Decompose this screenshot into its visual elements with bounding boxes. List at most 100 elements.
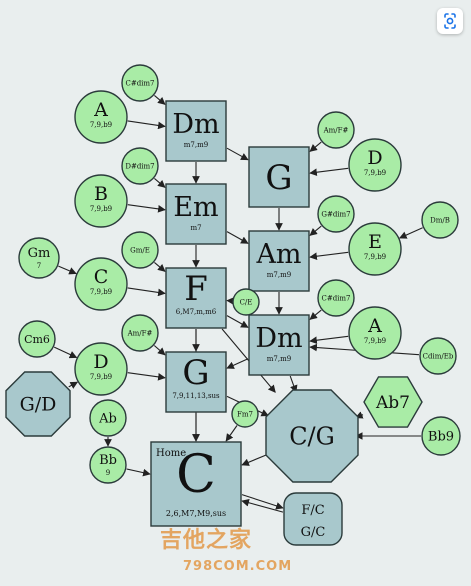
node-shape-Dm2 (248, 314, 310, 376)
arrow-Dm2-to-G2 (226, 358, 249, 369)
node-label-GD: G/D (20, 394, 57, 416)
node-label-Dm1: Dm (172, 109, 219, 140)
node-label-GmE: Gm/E (130, 246, 150, 254)
node-sublabel-D2: 7,9,b9 (364, 169, 386, 177)
node-sublabel-Em: m7 (190, 224, 201, 232)
arrow-CG-to-C (241, 453, 269, 466)
node-sublabel-Bb: 9 (106, 469, 110, 477)
node-shape-G1 (248, 146, 310, 208)
node-D1: D7,9,b9 (74, 342, 128, 396)
node-label-CdimEb: Cdim/Eb (423, 352, 454, 360)
node-shape-Csdim1 (121, 64, 159, 102)
node-shape-GmE (121, 231, 159, 269)
arrow-Dm1-to-G1 (226, 147, 249, 161)
node-sublabel-F: 6,M7,m,m6 (176, 308, 217, 316)
node-shape-Gsdim (317, 195, 355, 233)
node-Fm7: Fm7 (231, 400, 259, 428)
arrow-Fm7-to-C (225, 425, 238, 442)
node-label-DmB: Dm/B (430, 216, 450, 224)
arrow-Dsdim-to-Em (154, 177, 166, 188)
arrow-Em-to-Am (226, 231, 249, 244)
arrow-Csdim1-to-Dm1 (154, 94, 166, 105)
node-sublabel-FC: G/C (301, 525, 326, 540)
arrow-GmE-to-F (154, 261, 166, 272)
arrow-Cm6-to-D1 (53, 346, 78, 359)
node-label-F: F (184, 269, 208, 309)
node-shape-A1 (74, 90, 128, 144)
node-shape-Bb9 (421, 416, 461, 456)
node-label-AmFs2: Am/F# (323, 126, 349, 134)
arrow-F-to-Dm2 (226, 315, 249, 328)
node-shape-Ab (89, 399, 127, 437)
node-shape-Dsdim (121, 147, 159, 185)
node-label-CE: C/E (240, 298, 253, 306)
node-shape-Gm (18, 237, 60, 279)
node-label-CG: C/G (289, 422, 335, 450)
node-label-Gm: Gm (28, 246, 51, 261)
node-shape-CdimEb (419, 337, 457, 375)
google-lens-icon[interactable] (437, 8, 463, 34)
node-shape-A2 (348, 306, 402, 360)
node-shape-E (348, 222, 402, 276)
watermark-title: 吉他之家 (160, 528, 253, 553)
node-G2: G7,9,11,13,sus (165, 351, 227, 413)
node-sublabel-Dm2: m7,m9 (267, 355, 291, 363)
arrow-Gm-to-C2 (58, 265, 77, 275)
node-label-Dsdim: D#dim7 (125, 162, 154, 170)
arrow-GD-to-D1 (68, 381, 79, 389)
node-label-FC: F/C (301, 503, 324, 518)
node-GmE: Gm/E (121, 231, 159, 269)
node-A2: A7,9,b9 (348, 306, 402, 360)
arrow-FC-to-C (241, 499, 284, 513)
node-shape-CG (265, 389, 359, 483)
node-label-A2: A (367, 315, 382, 337)
arrow-C-to-FC (241, 494, 284, 510)
arrow-D1-to-G2 (127, 372, 166, 381)
node-E: E7,9,b9 (348, 222, 402, 276)
node-DmB: Dm/B (421, 201, 459, 239)
node-Dsdim: D#dim7 (121, 147, 159, 185)
node-GD: G/D (5, 371, 71, 437)
node-G1: G (248, 146, 310, 208)
node-label-Bb: Bb (99, 453, 117, 468)
node-label-Ab7: Ab7 (375, 393, 410, 413)
node-shape-D1 (74, 342, 128, 396)
watermark-url: 798COM.COM (183, 559, 293, 574)
node-Csdim2: C#dim7 (317, 279, 355, 317)
node-sublabel-Gm: 7 (37, 262, 41, 270)
node-CE: C/E (232, 288, 260, 316)
arrow-E-to-Am (309, 251, 349, 261)
node-Bb9: Bb9 (421, 416, 461, 456)
lens-glyph-icon (444, 13, 456, 29)
node-label-Csdim1: C#dim7 (125, 79, 154, 87)
node-Gsdim: G#dim7 (317, 195, 355, 233)
node-label-Dm2: Dm (255, 323, 302, 354)
node-label-Cm6: Cm6 (24, 333, 50, 346)
node-sublabel-B: 7,9,b9 (90, 205, 112, 213)
node-label-E: E (368, 231, 382, 253)
node-label-Bb9: Bb9 (428, 430, 454, 445)
node-sublabel-A1: 7,9,b9 (90, 121, 112, 129)
node-shape-Dm1 (165, 100, 227, 162)
node-shape-Cm6 (18, 320, 56, 358)
node-shape-C (150, 441, 242, 527)
arrow-Gsdim-to-Am (309, 225, 322, 236)
node-Bb: Bb9 (89, 446, 127, 484)
node-label-G2: G (182, 353, 209, 393)
arrow-A1-to-Dm1 (127, 120, 166, 130)
node-shape-AmFs2 (317, 111, 355, 149)
node-shape-F (165, 267, 227, 329)
node-label-Em: Em (173, 192, 218, 223)
node-label-AmFs1: Am/F# (127, 329, 153, 337)
arrow-Bb-to-C (126, 468, 151, 477)
node-label-B: B (94, 183, 108, 205)
node-shape-FC (283, 492, 343, 546)
node-A1: A7,9,b9 (74, 90, 128, 144)
node-shape-Ab7 (363, 376, 423, 428)
node-shape-C2 (74, 257, 128, 311)
arrow-D2-to-G1 (309, 167, 349, 177)
node-shape-B (74, 174, 128, 228)
arrow-Csdim2-to-Dm2 (309, 309, 322, 320)
